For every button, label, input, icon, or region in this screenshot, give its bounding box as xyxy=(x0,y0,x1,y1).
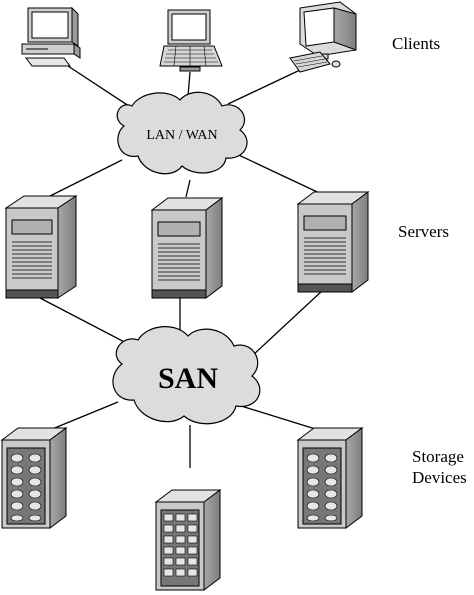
san-label: SAN xyxy=(158,362,218,395)
link-server3-san xyxy=(251,289,324,357)
laptop-icon xyxy=(159,9,223,72)
server-3 xyxy=(296,191,370,293)
storage-device-3 xyxy=(296,427,364,529)
server-tower-icon xyxy=(4,191,370,299)
link-lan-server3 xyxy=(227,149,331,199)
link-server1-san xyxy=(39,297,133,347)
server-2 xyxy=(150,197,224,299)
link-lan-server2 xyxy=(185,179,191,198)
link-client2-lan xyxy=(187,71,191,97)
san-cloud: SAN xyxy=(112,326,261,425)
disk-array-icon xyxy=(0,427,364,591)
server-1 xyxy=(4,195,78,299)
servers-label: Servers xyxy=(398,222,449,241)
workstation-icon xyxy=(289,1,357,73)
link-san-storage3 xyxy=(237,404,326,433)
storage-label-line2: Devices xyxy=(412,468,467,487)
lan-wan-label: LAN / WAN xyxy=(146,128,217,143)
storage-device-1 xyxy=(0,427,68,529)
storage-label-line1: Storage xyxy=(412,447,464,466)
link-client3-lan xyxy=(227,69,301,105)
storage-device-2 xyxy=(154,489,222,591)
desktop-computer-icon xyxy=(21,6,81,67)
link-lan-server1 xyxy=(49,159,123,197)
clients-label: Clients xyxy=(392,34,440,53)
lan-wan-cloud: LAN / WAN xyxy=(116,91,248,175)
